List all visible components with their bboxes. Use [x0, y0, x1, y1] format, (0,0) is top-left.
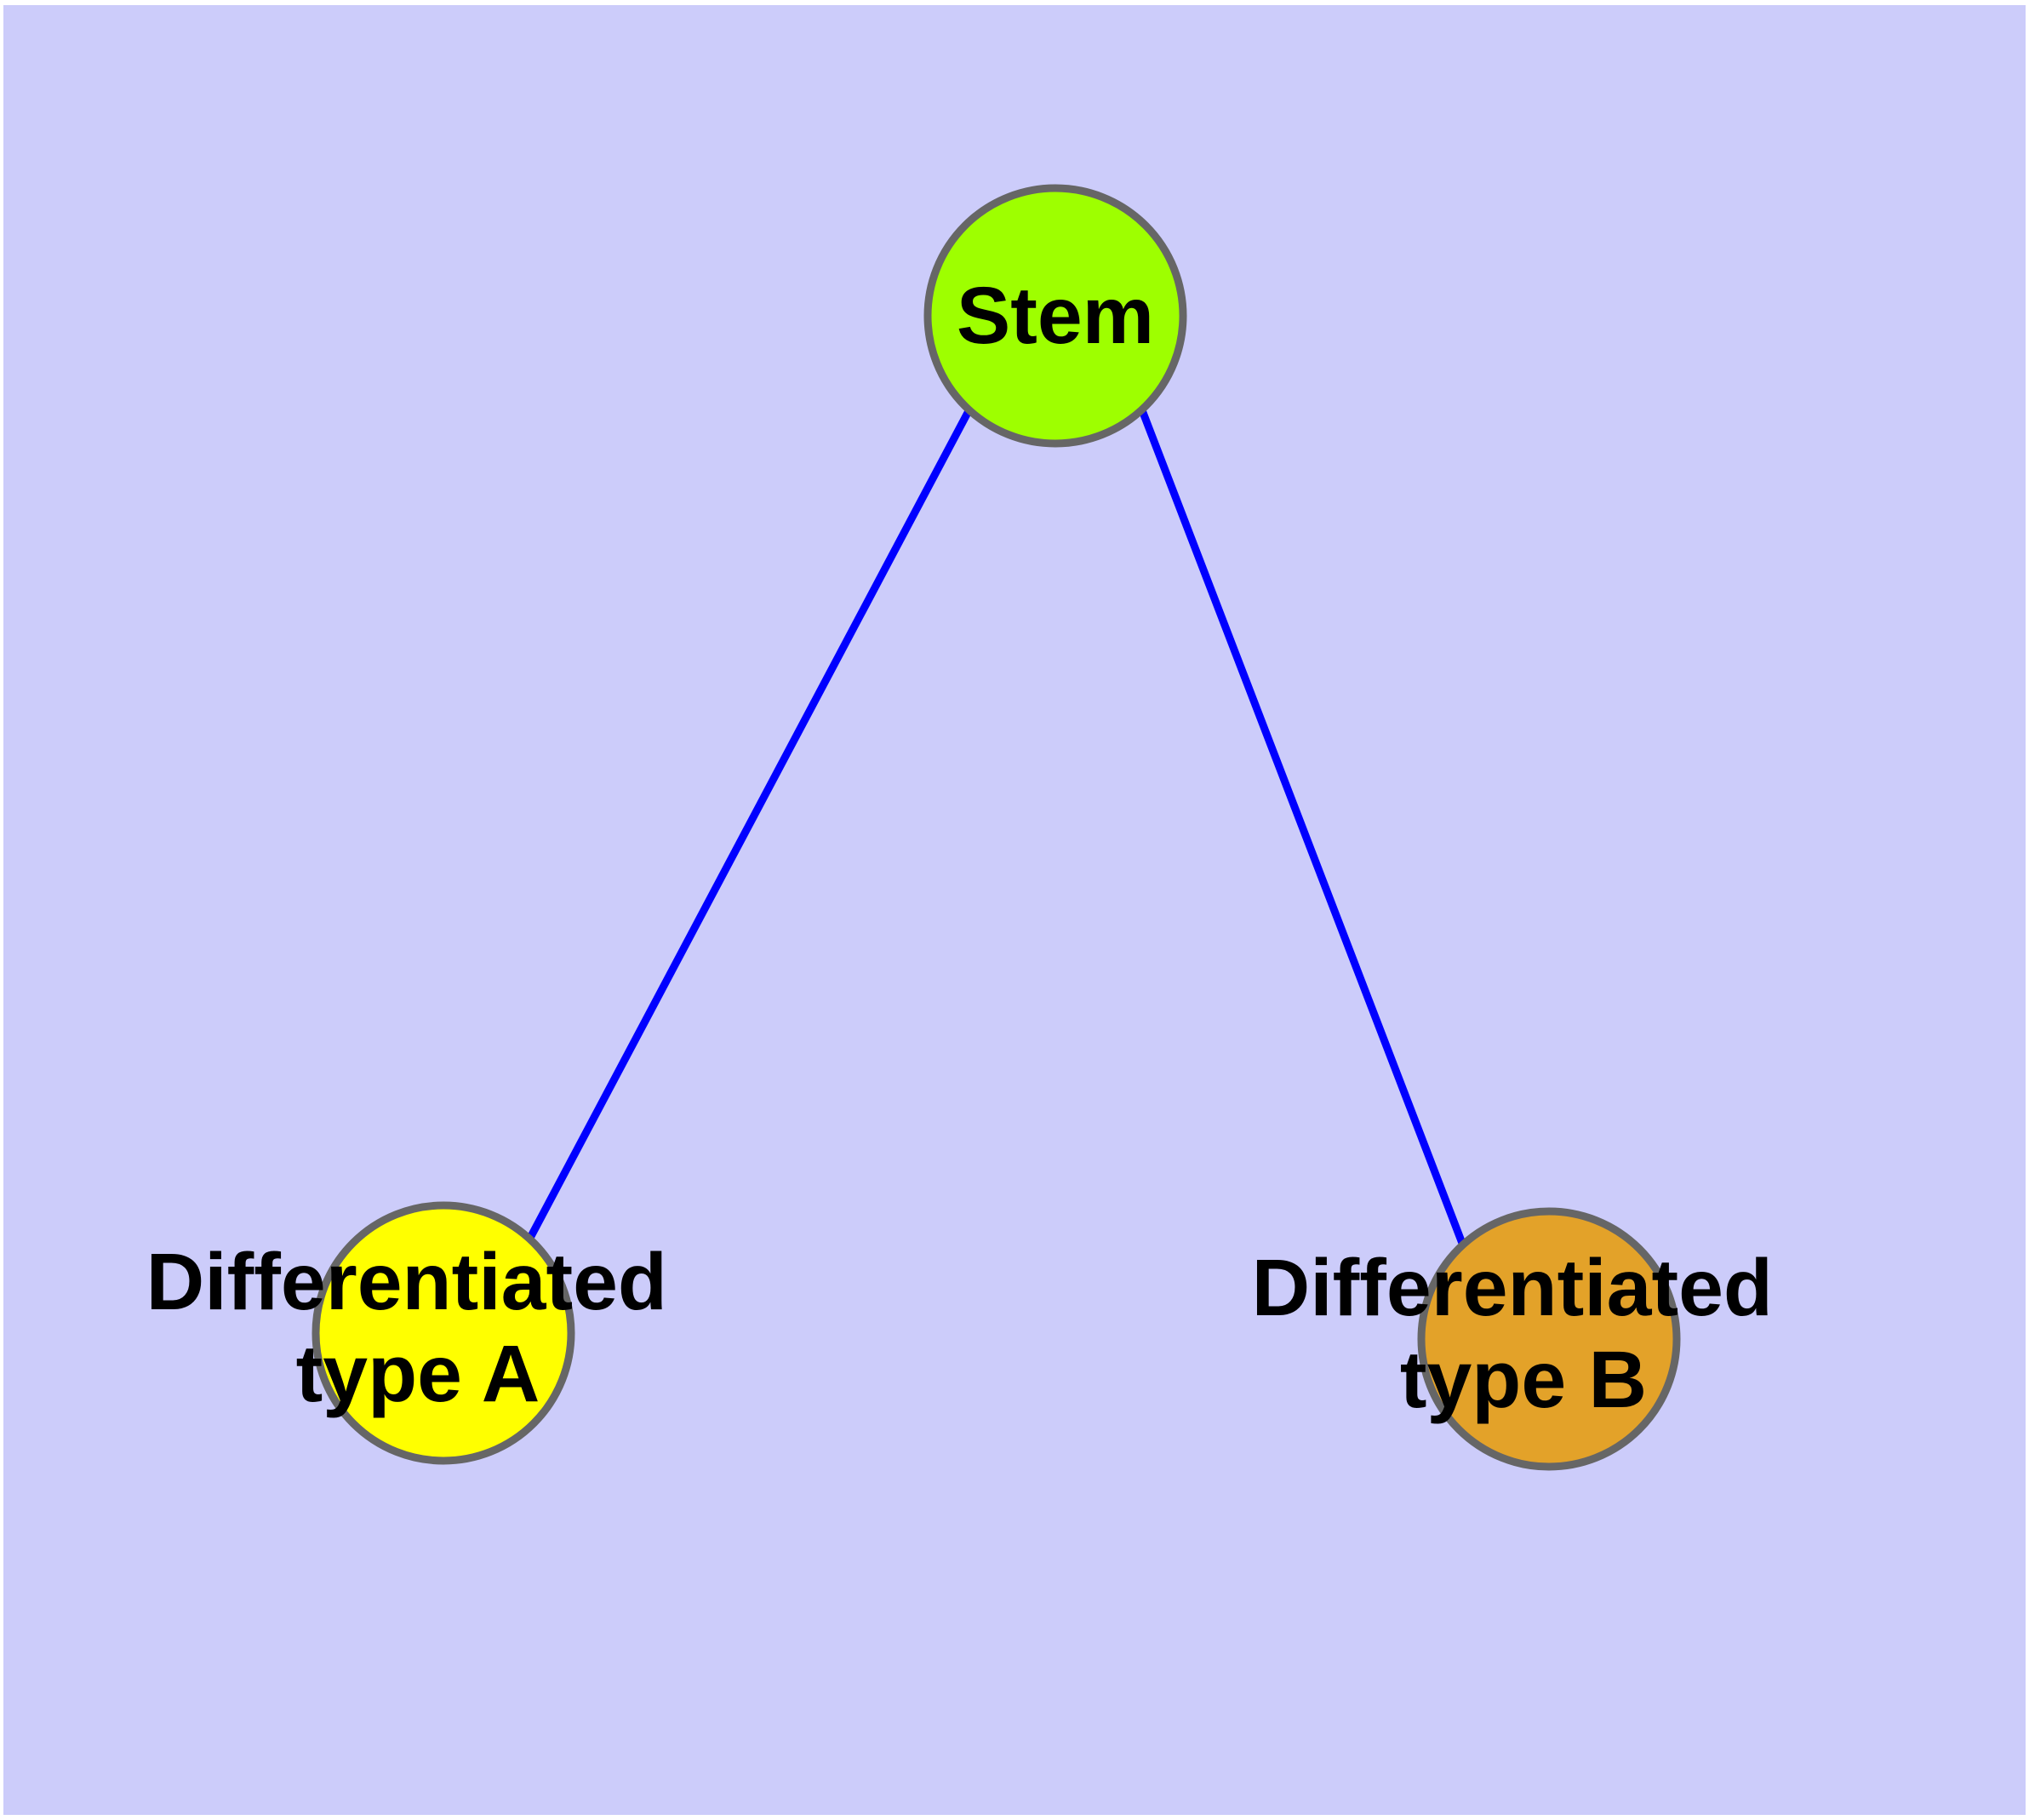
edge-stem-to-diff-b[interactable]: [1138, 409, 1467, 1247]
node-differentiated-type-b[interactable]: Differentiated type B: [1252, 1207, 1796, 1471]
nodes-layer: Stem Differentiated type A Differentiate…: [146, 184, 1796, 1471]
node-differentiated-type-a-circle[interactable]: [311, 1201, 575, 1465]
edges-layer: [526, 407, 1467, 1247]
node-differentiated-type-b-label: Differentiated type B: [1252, 1243, 1796, 1425]
node-differentiated-type-a[interactable]: Differentiated type A: [146, 1201, 690, 1465]
node-stem-circle[interactable]: [923, 184, 1187, 448]
node-stem[interactable]: Stem: [923, 184, 1187, 448]
node-differentiated-type-a-label: Differentiated type A: [146, 1237, 690, 1419]
edge-stem-to-diff-a[interactable]: [526, 407, 973, 1242]
node-differentiated-type-b-circle[interactable]: [1417, 1207, 1681, 1471]
node-stem-label: Stem: [957, 271, 1154, 361]
